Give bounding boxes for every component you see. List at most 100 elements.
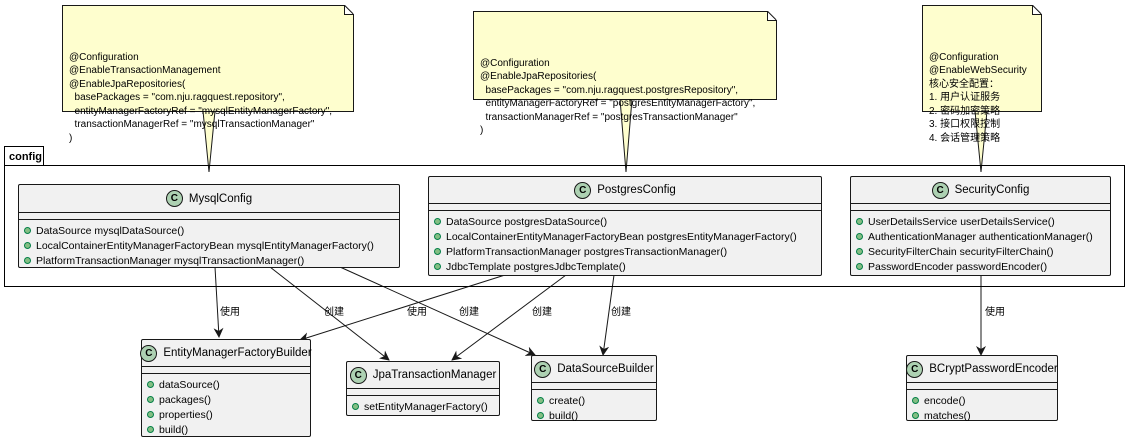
class-fields-compartment <box>19 213 399 220</box>
class-fields-compartment <box>532 383 656 390</box>
class-method: UserDetailsService userDetailsService() <box>856 214 1110 229</box>
public-method-icon <box>147 411 154 418</box>
note-line: 核心安全配置： <box>929 78 999 90</box>
method-signature: build() <box>549 409 579 422</box>
class-methods-compartment: DataSource postgresDataSource()LocalCont… <box>429 211 821 274</box>
public-method-icon <box>434 263 441 270</box>
method-signature: setEntityManagerFactory() <box>364 400 488 413</box>
class-method: DataSource postgresDataSource() <box>434 214 821 229</box>
method-signature: PlatformTransactionManager mysqlTransact… <box>36 254 305 267</box>
class-method: matches() <box>912 408 1057 423</box>
method-signature: packages() <box>159 393 211 406</box>
method-signature: build() <box>159 423 189 436</box>
public-method-icon <box>147 381 154 388</box>
class-method: DataSource mysqlDataSource() <box>24 223 399 238</box>
note-line: transactionManagerRef = "mysqlTransactio… <box>69 119 315 130</box>
public-method-icon <box>24 257 31 264</box>
class-method: dataSource() <box>147 377 310 392</box>
class-method: build() <box>537 408 656 423</box>
package-config <box>4 165 1125 287</box>
note-line: @Configuration <box>480 57 550 69</box>
class-method: SecurityFilterChain securityFilterChain(… <box>856 244 1110 259</box>
class-method: PasswordEncoder passwordEncoder() <box>856 259 1110 274</box>
class-data-source-builder: C DataSourceBuilder create()build() <box>531 355 657 423</box>
class-method: LocalContainerEntityManagerFactoryBean m… <box>24 238 399 253</box>
public-method-icon <box>856 218 863 225</box>
public-method-icon <box>24 227 31 234</box>
note-line: basePackages = "com.nju.ragquest.postgre… <box>480 84 739 96</box>
note-fold-corner <box>1032 5 1042 15</box>
class-method: properties() <box>147 407 310 422</box>
class-fields-compartment <box>851 204 1110 211</box>
class-name: EntityManagerFactoryBuilder <box>163 347 312 359</box>
note-line: 2. 密码加密策略 <box>929 105 1001 117</box>
note-line: 4. 会话管理策略 <box>929 132 1001 144</box>
package-name: config <box>9 151 42 163</box>
class-fields-compartment <box>142 367 310 374</box>
class-bcrypt-password-encoder: C BCryptPasswordEncoder encode()matches() <box>906 355 1058 423</box>
method-signature: SecurityFilterChain securityFilterChain(… <box>868 245 1054 258</box>
class-methods-compartment: setEntityManagerFactory() <box>347 396 499 414</box>
method-signature: PasswordEncoder passwordEncoder() <box>868 260 1048 273</box>
class-stereotype-icon: C <box>349 366 367 384</box>
class-methods-compartment: UserDetailsService userDetailsService()A… <box>851 211 1110 274</box>
class-methods-compartment: dataSource() packages() properties() build(… <box>142 374 310 437</box>
class-name: BCryptPasswordEncoder <box>929 363 1058 375</box>
class-header: C JpaTransactionManager <box>347 362 499 389</box>
class-stereotype-icon: C <box>165 190 183 207</box>
class-stereotype-icon: C <box>534 360 552 378</box>
note-line: @EnableJpaRepositories( <box>480 71 597 82</box>
public-method-icon <box>537 397 544 404</box>
package-tab: config <box>4 146 44 166</box>
public-method-icon <box>912 412 919 419</box>
edge-label-mysql-jpa: 创建 <box>324 307 344 318</box>
class-name: MysqlConfig <box>188 192 253 205</box>
method-signature: JdbcTemplate postgresJdbcTemplate() <box>446 260 626 273</box>
method-signature: properties() <box>159 408 213 421</box>
class-stereotype-icon: C <box>906 360 924 378</box>
class-stereotype-icon: C <box>931 181 949 199</box>
class-name: DataSourceBuilder <box>557 363 654 375</box>
note-connector-postgres <box>619 98 633 173</box>
class-methods-compartment: create()build() <box>532 390 656 423</box>
note-line: 1. 用户认证服务 <box>929 92 1001 103</box>
edge-mysql-emf <box>213 266 224 338</box>
method-signature: PlatformTransactionManager postgresTrans… <box>446 245 728 258</box>
public-method-icon <box>856 263 863 270</box>
class-stereotype-icon: C <box>574 181 592 199</box>
note-line: ) <box>69 132 73 144</box>
edge-label-mysql-emf: 使用 <box>220 307 240 318</box>
note-postgres-config: @Configuration @EnableJpaRepositories( ba… <box>473 11 777 136</box>
note-line: entityManagerFactoryRef = "postgresEntit… <box>480 98 756 109</box>
note-line: @EnableJpaRepositories( <box>69 78 186 90</box>
edge-label-mysql-ds: 创建 <box>459 307 479 318</box>
public-method-icon <box>434 248 441 255</box>
public-method-icon <box>147 426 154 433</box>
note-fold-corner <box>344 5 354 15</box>
method-signature: LocalContainerEntityManagerFactoryBean m… <box>36 239 374 252</box>
public-method-icon <box>912 397 919 404</box>
method-signature: LocalContainerEntityManagerFactoryBean p… <box>446 230 797 243</box>
public-method-icon <box>434 218 441 225</box>
edge-label-pg-emf: 使用 <box>407 307 427 318</box>
class-method: PlatformTransactionManager postgresTrans… <box>434 244 821 259</box>
class-method: LocalContainerEntityManagerFactoryBean p… <box>434 229 821 244</box>
note-line: basePackages = "com.nju.ragquest.reposit… <box>69 92 285 103</box>
class-name: JpaTransactionManager <box>372 369 497 381</box>
note-line: ) <box>480 125 484 136</box>
method-signature: dataSource() <box>159 378 220 391</box>
class-method: create() <box>537 393 656 408</box>
public-method-icon <box>856 233 863 240</box>
class-fields-compartment <box>907 383 1057 390</box>
note-line: entityManagerFactoryRef = "mysqlEntityMa… <box>69 105 333 117</box>
class-methods-compartment: encode()matches() <box>907 390 1057 423</box>
